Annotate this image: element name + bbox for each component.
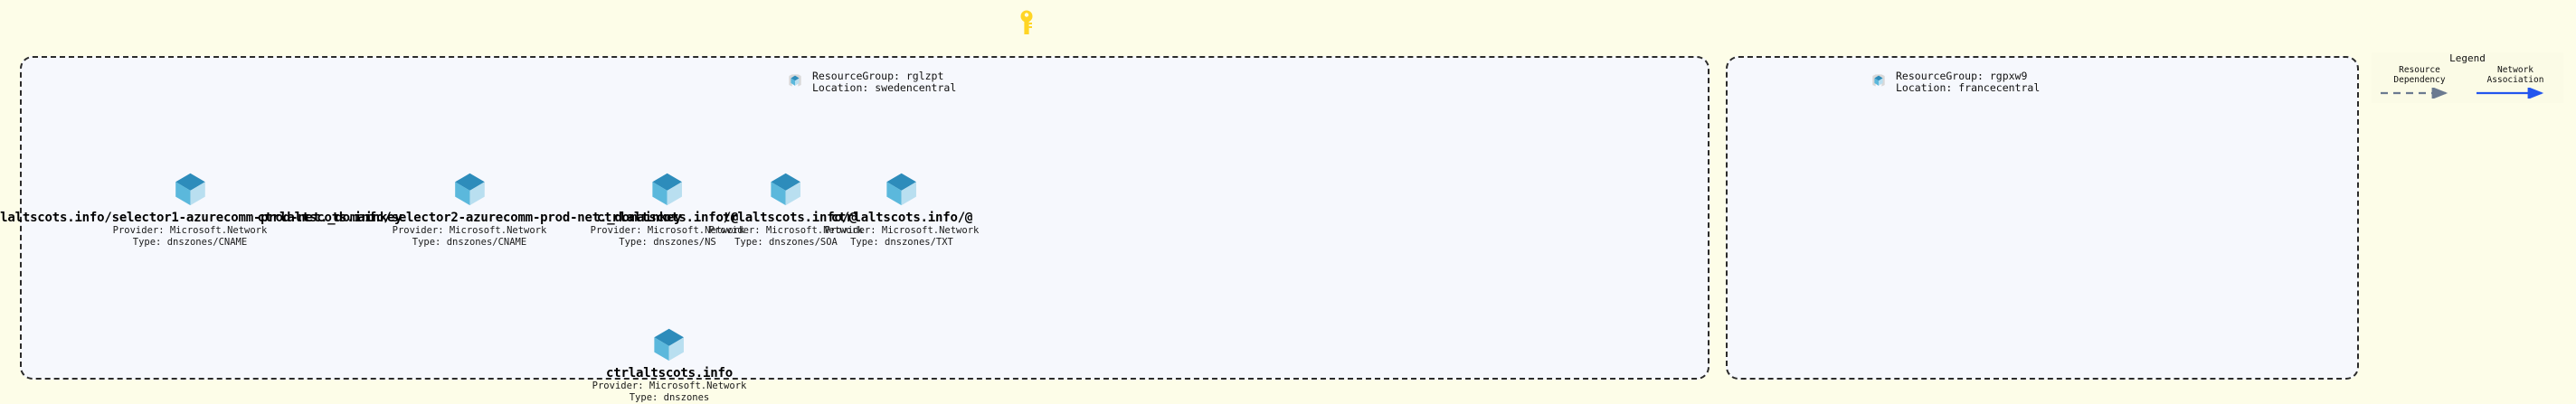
- resource-node[interactable]: ctrlaltscots.info/@Provider: Microsoft.N…: [824, 167, 980, 249]
- resource-group-location: Location: francecentral: [1896, 80, 2041, 94]
- resource-node-type: Type: dnszones/NS: [619, 237, 716, 248]
- resource-node-type: Type: dnszones: [629, 392, 710, 403]
- resource-node-type: Type: dnszones/SOA: [734, 237, 838, 248]
- resource-node[interactable]: ctrlaltscots.info/@Provider: Microsoft.N…: [708, 167, 864, 249]
- legend-title: Legend: [2449, 52, 2486, 64]
- legend-label-line2: Association: [2486, 74, 2544, 85]
- resource-group-header: ResourceGroup: rglzpt Location: swedence…: [786, 70, 956, 93]
- azure-resource-cube-icon: [886, 173, 917, 206]
- azure-resource-cube-icon: [454, 173, 485, 206]
- resource-group-cube-icon: [789, 74, 801, 87]
- resource-node-title: ctrlaltscots.info: [606, 366, 733, 381]
- resource-node-type: Type: dnszones/TXT: [850, 237, 953, 248]
- azure-resource-cube-icon: [654, 328, 685, 362]
- resource-group-header: ResourceGroup: rgpxw9 Location: francece…: [1870, 70, 2040, 93]
- resource-node-title: ctrlaltscots.info/@: [830, 211, 973, 225]
- resource-node-title: ctrlaltscots.info/@: [596, 211, 739, 225]
- legend-label-line2: Dependency: [2393, 74, 2446, 85]
- azure-resource-cube-icon: [771, 173, 801, 206]
- azure-resource-cube-icon: [175, 173, 205, 206]
- resource-node[interactable]: ctrlaltscots.info/@Provider: Microsoft.N…: [590, 167, 745, 249]
- resource-node-title: ctrlaltscots.info/@: [715, 211, 857, 225]
- solid-blue-arrow-icon: [2477, 86, 2544, 100]
- resource-node-type: Type: dnszones/CNAME: [412, 237, 527, 248]
- resource-node-provider: Provider: Microsoft.Network: [824, 225, 980, 236]
- resource-group-container-rgpxw9[interactable]: ResourceGroup: rgpxw9 Location: francece…: [1726, 56, 2359, 380]
- legend-item-network-association: Network Association: [2472, 65, 2559, 102]
- azure-resource-cube-icon: [652, 173, 683, 206]
- legend-item-resource-dependency: Resource Dependency: [2376, 65, 2463, 102]
- resource-node-provider: Provider: Microsoft.Network: [112, 225, 268, 236]
- resource-node-provider: Provider: Microsoft.Network: [392, 225, 547, 236]
- resource-node[interactable]: ctrlaltscots.info/selector1-azurecomm-pr…: [0, 167, 402, 249]
- legend-label-line1: Resource: [2399, 65, 2440, 75]
- resource-node-provider: Provider: Microsoft.Network: [590, 225, 745, 236]
- resource-group-container-rglzpt[interactable]: ResourceGroup: rglzpt Location: swedence…: [20, 56, 1709, 380]
- resource-group-location: Location: swedencentral: [812, 80, 957, 94]
- resource-node-provider: Provider: Microsoft.Network: [592, 381, 747, 391]
- dashed-gray-arrow-icon: [2381, 86, 2448, 100]
- resource-node-type: Type: dnszones/CNAME: [132, 237, 248, 248]
- resource-node-title: ctrlaltscots.info/selector2-azurecomm-pr…: [257, 211, 682, 225]
- resource-node[interactable]: ctrlaltscots.info/selector2-azurecomm-pr…: [257, 167, 682, 249]
- resource-group-name: ResourceGroup: rglzpt: [812, 70, 944, 82]
- resource-node-provider: Provider: Microsoft.Network: [708, 225, 864, 236]
- legend-label-line1: Network: [2496, 65, 2534, 75]
- resource-group-cube-icon: [1872, 74, 1885, 87]
- resource-node-title: ctrlaltscots.info/selector1-azurecomm-pr…: [0, 211, 402, 225]
- key-icon: [1020, 10, 1033, 34]
- legend: Legend Resource Dependency Network Assoc…: [2372, 52, 2563, 103]
- resource-group-name: ResourceGroup: rgpxw9: [1896, 70, 2028, 82]
